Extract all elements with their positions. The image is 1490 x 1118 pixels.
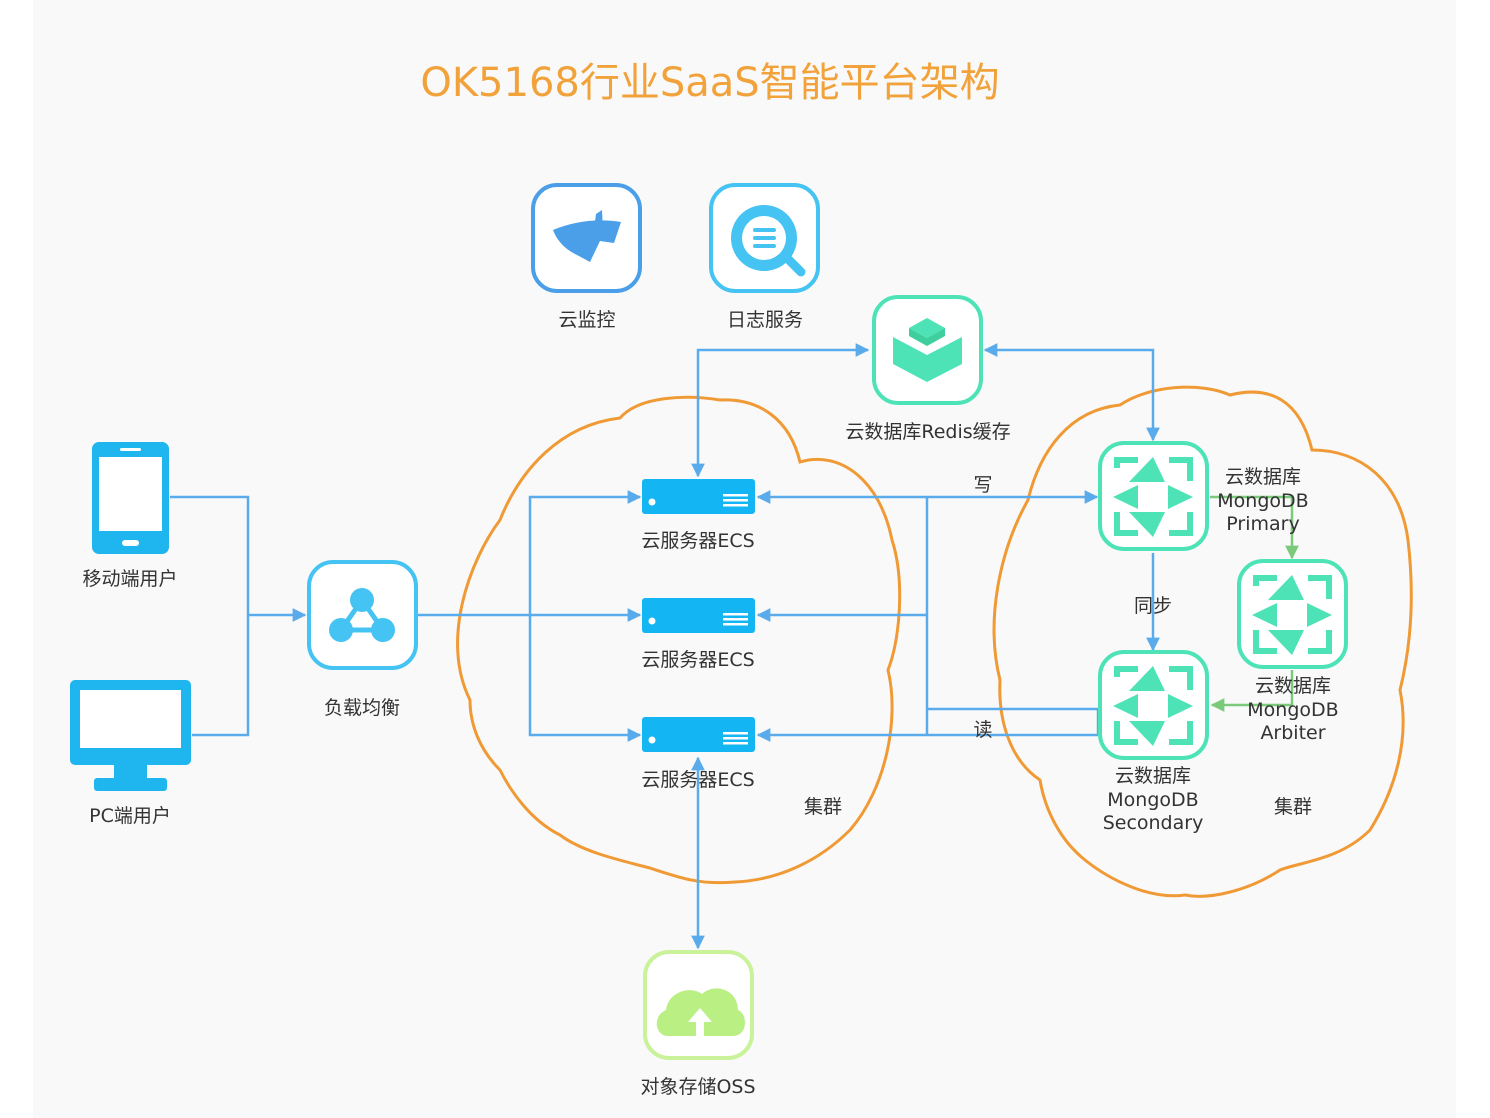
edge-lb-to-ecs-1 [528, 490, 642, 615]
mongo-arbiter-label-3: Arbiter [1260, 722, 1325, 744]
mongodb-icon [1098, 650, 1209, 760]
mongodb-icon [1237, 559, 1348, 669]
edge-lb-to-ecs-3 [528, 615, 642, 742]
mongo-secondary-label-1: 云数据库 [1115, 765, 1191, 787]
cloud-monitor-node[interactable]: 云监控 [531, 183, 642, 331]
redis-cache-icon [872, 295, 983, 405]
load-balancer-label: 负载均衡 [324, 697, 400, 719]
mongo-arbiter-label-1: 云数据库 [1255, 675, 1331, 697]
arbiter-connectors [1210, 495, 1299, 712]
edge-ecs-redis [691, 343, 870, 478]
mobile-user-node[interactable]: 移动端用户 [82, 442, 178, 590]
log-service-icon [709, 183, 820, 293]
edge-primary-to-arbiter [1210, 495, 1299, 560]
server-icon [642, 479, 755, 514]
mongo-arbiter-label-2: MongoDB [1247, 699, 1338, 721]
smartphone-icon [92, 442, 169, 554]
oss-storage-icon [643, 950, 754, 1060]
ecs-server-3[interactable]: 云服务器ECS [641, 717, 755, 791]
read-label: 读 [973, 719, 992, 741]
page-title: OK5168行业SaaS智能平台架构 [420, 60, 999, 106]
load-balancer-icon [307, 560, 418, 670]
mobile-user-label: 移动端用户 [82, 568, 177, 590]
oss-label: 对象存储OSS [640, 1076, 755, 1098]
edge-mobile-to-lb [170, 495, 250, 615]
server-icon [642, 598, 755, 633]
mongodb-icon [1098, 441, 1209, 551]
log-service-label: 日志服务 [727, 309, 803, 331]
mongo-secondary-label-2: MongoDB [1107, 789, 1198, 811]
edge-arbiter-to-secondary [1210, 670, 1294, 712]
mongo-secondary-label-3: Secondary [1103, 812, 1204, 834]
edge-redis-primary [983, 343, 1160, 442]
ecs-label: 云服务器ECS [641, 530, 754, 552]
cloud-monitor-icon [531, 183, 642, 293]
sync-label: 同步 [1134, 595, 1172, 617]
server-icon [642, 717, 755, 752]
monitor-icon [70, 680, 191, 791]
db-cluster-label: 集群 [1274, 796, 1312, 818]
ecs-cluster-cloud [456, 395, 902, 885]
log-service-node[interactable]: 日志服务 [709, 183, 820, 331]
pc-user-label: PC端用户 [89, 805, 171, 827]
ecs-cluster-label: 集群 [804, 796, 842, 818]
mongo-arbiter-node[interactable]: 云数据库 MongoDB Arbiter [1237, 559, 1348, 744]
write-label: 写 [973, 474, 992, 496]
ecs-label: 云服务器ECS [641, 769, 754, 791]
mongo-primary-label-1: 云数据库 [1225, 466, 1301, 488]
mongo-primary-label-3: Primary [1226, 513, 1299, 535]
connector-lines [170, 343, 1160, 950]
oss-node[interactable]: 对象存储OSS [640, 950, 756, 1098]
mongo-primary-label-2: MongoDB [1217, 490, 1308, 512]
mongo-secondary-node[interactable]: 云数据库 MongoDB Secondary [1098, 650, 1209, 834]
mongo-primary-node[interactable]: 云数据库 MongoDB Primary [1098, 441, 1309, 551]
ecs-server-2[interactable]: 云服务器ECS [641, 598, 755, 671]
pc-user-node[interactable]: PC端用户 [70, 680, 191, 827]
load-balancer-node[interactable]: 负载均衡 [307, 560, 418, 719]
redis-node[interactable]: 云数据库Redis缓存 [845, 295, 1011, 443]
edge-pc-to-lb [192, 615, 250, 737]
cloud-monitor-label: 云监控 [558, 309, 615, 331]
redis-label: 云数据库Redis缓存 [845, 421, 1010, 443]
ecs-label: 云服务器ECS [641, 649, 754, 671]
ecs-server-1[interactable]: 云服务器ECS [641, 479, 755, 552]
